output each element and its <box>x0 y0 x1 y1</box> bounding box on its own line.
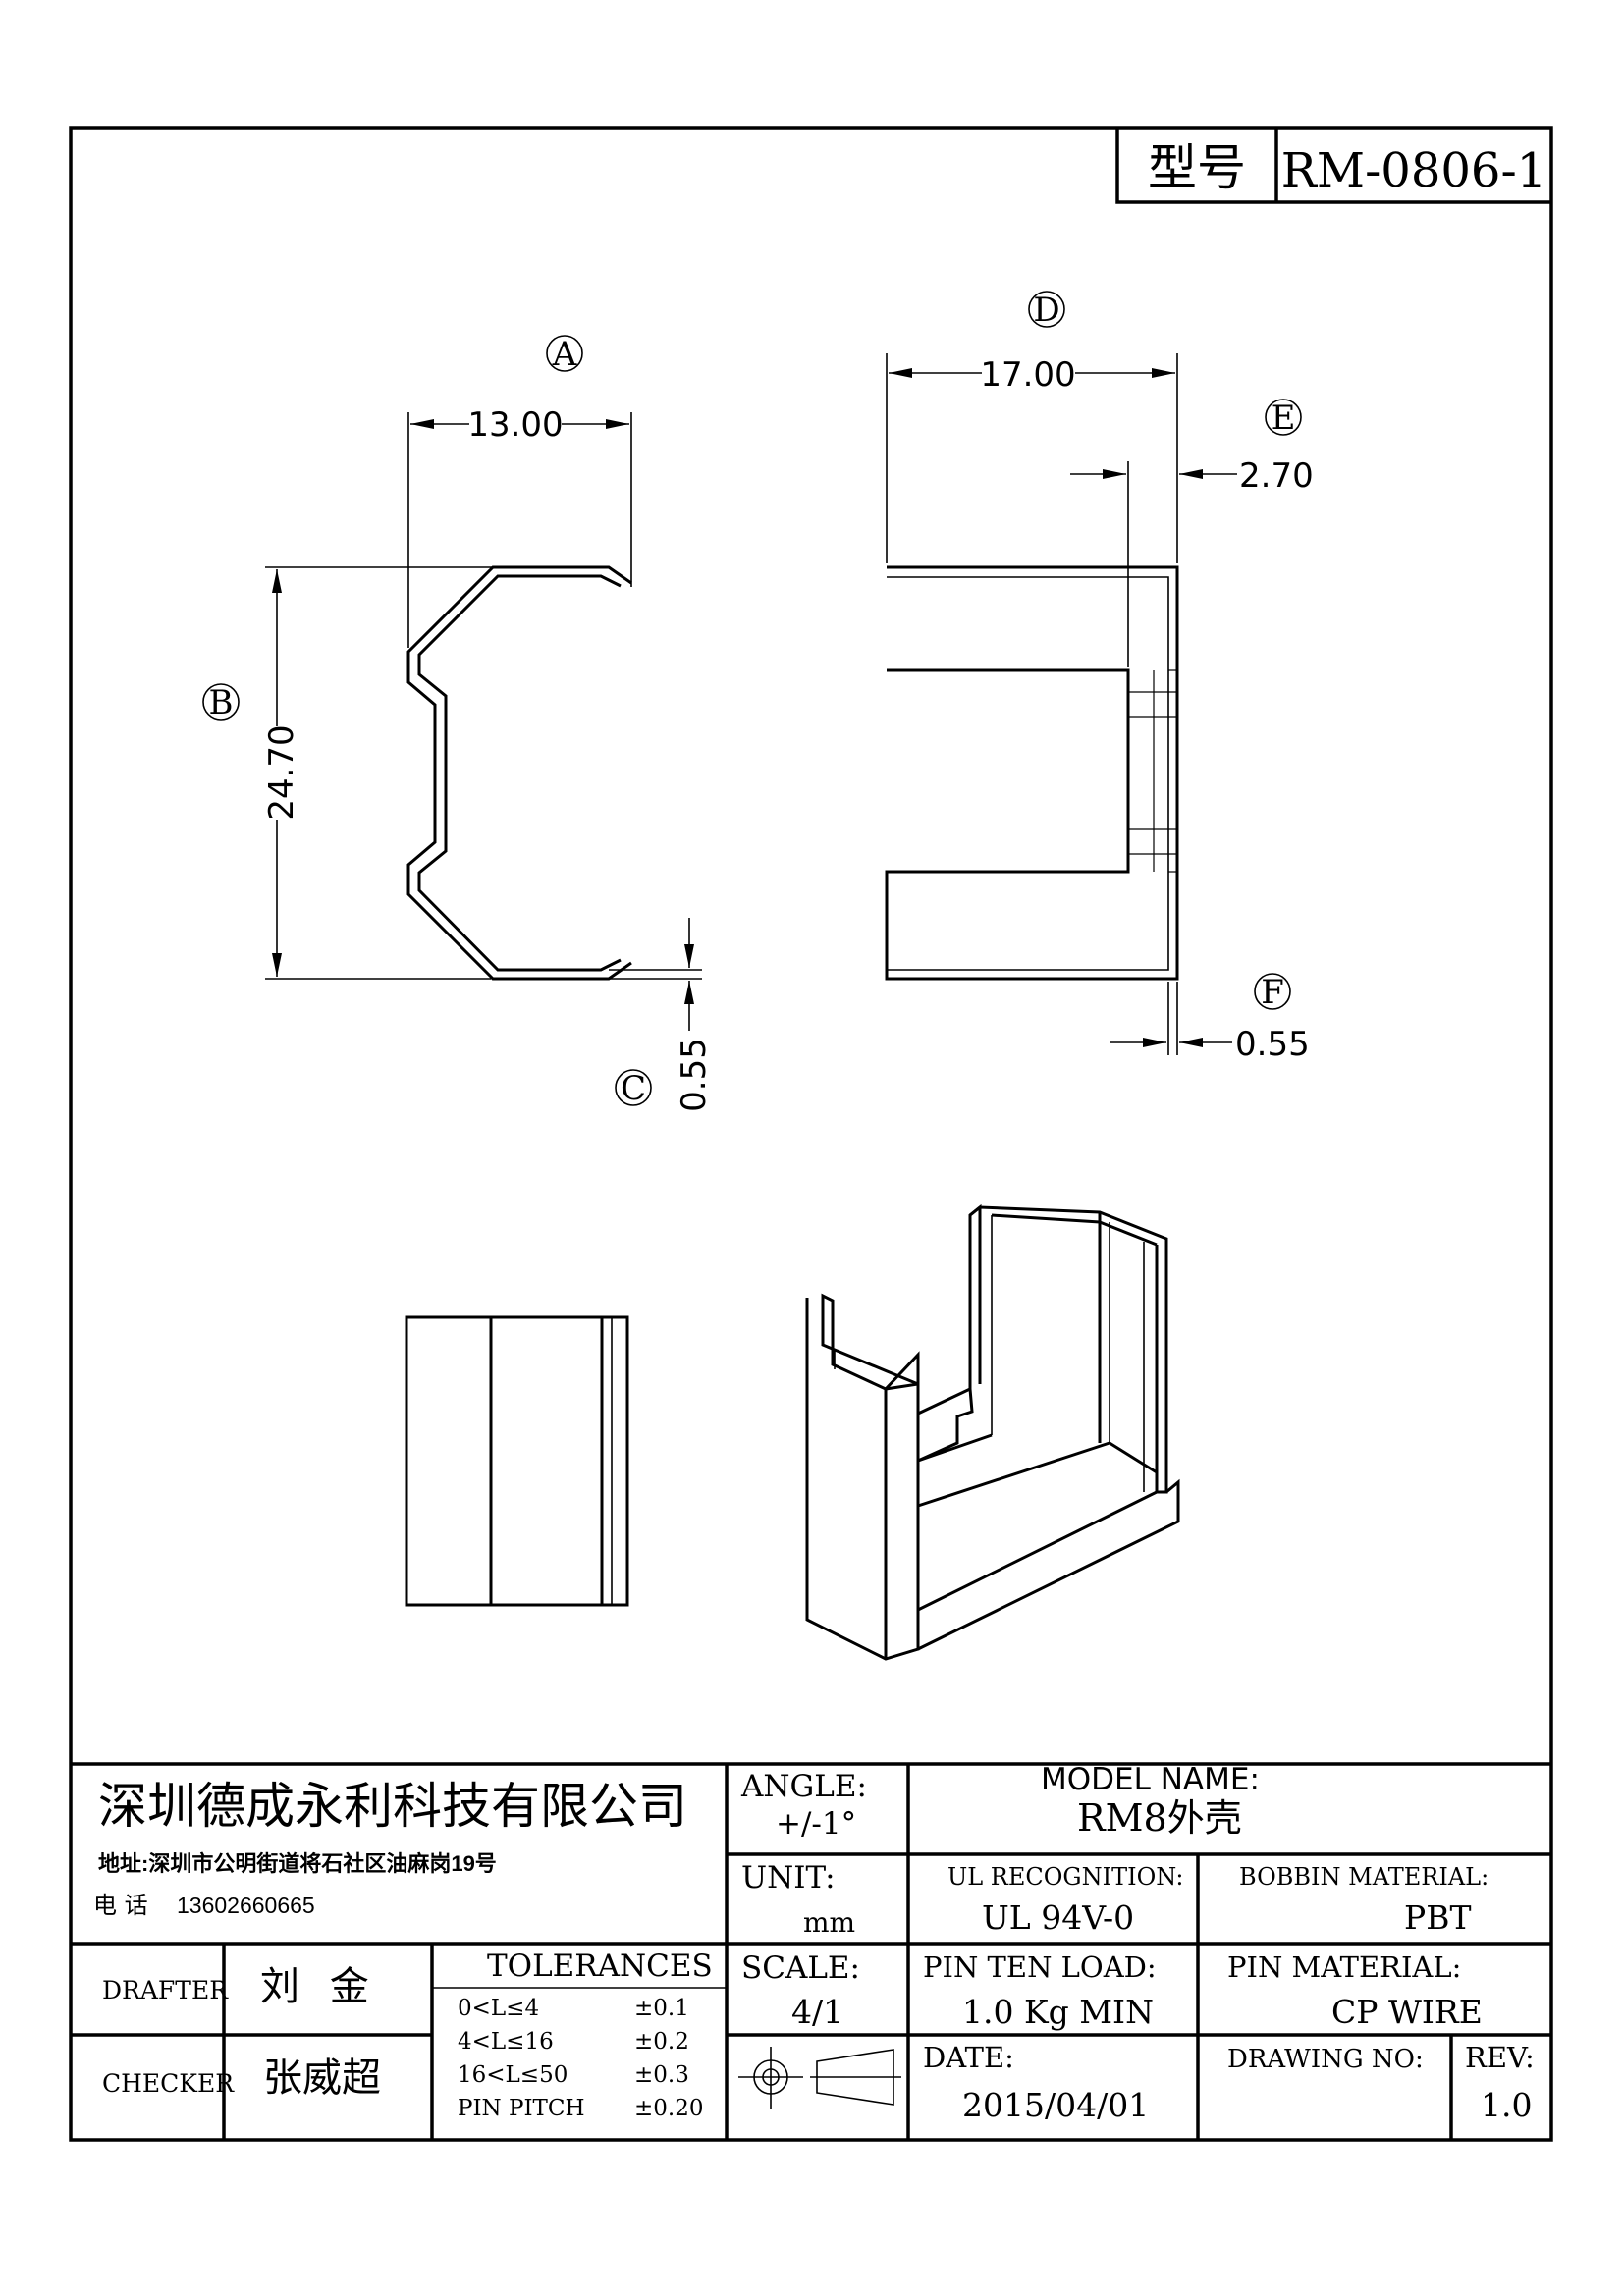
callout-f-circle <box>1254 973 1291 1010</box>
callout-c-circle <box>615 1069 652 1106</box>
callout-d-letter: D <box>1033 291 1059 330</box>
tolerance-value: ±0.2 <box>634 2029 689 2055</box>
tolerance-range: 4<L≤16 <box>458 2029 554 2055</box>
date-label: DATE: <box>923 2041 1014 2074</box>
tolerance-value: ±0.1 <box>634 1996 689 2021</box>
rev-value: 1.0 <box>1481 2086 1533 2124</box>
callout-f-letter: F <box>1261 973 1284 1012</box>
ul-recognition-value: UL 94V-0 <box>982 1898 1135 1937</box>
phone-number: 13602660665 <box>177 1893 315 1918</box>
title-block-grid <box>71 1762 1551 2140</box>
tolerance-range: 0<L≤4 <box>458 1996 540 2021</box>
dim-d-label: 17.00 <box>980 355 1075 395</box>
side-profile-view: 13.00 A 24.70 B 0.55 C <box>202 335 714 1112</box>
drawing-frame <box>69 126 1553 2142</box>
callout-d-circle <box>1028 291 1065 328</box>
drafter-label: DRAFTER <box>102 1976 229 2004</box>
callout-e-circle <box>1265 399 1302 436</box>
model-header-value: RM-0806-1 <box>1281 143 1546 198</box>
checker-label: CHECKER <box>102 2069 235 2098</box>
tolerance-range: PIN PITCH <box>458 2096 585 2121</box>
scale-label: SCALE: <box>741 1950 861 1986</box>
pin-material-label: PIN MATERIAL: <box>1227 1950 1462 1984</box>
dim-f-label: 0.55 <box>1235 1025 1310 1064</box>
tolerance-value: ±0.3 <box>634 2062 689 2088</box>
drafter-value: 刘 金 <box>260 1964 369 2009</box>
tolerance-row: 4<L≤16 ±0.2 <box>458 2029 725 2062</box>
tolerance-row: PIN PITCH ±0.20 <box>458 2096 725 2129</box>
dim-a-label: 13.00 <box>467 405 563 445</box>
model-name-label: MODEL NAME: <box>1041 1762 1260 1797</box>
drawing-no-label: DRAWING NO: <box>1227 2045 1424 2074</box>
date-value: 2015/04/01 <box>962 2086 1150 2124</box>
model-name-value: RM8外壳 <box>1077 1796 1242 1840</box>
dim-e-label: 2.70 <box>1239 456 1314 496</box>
rev-label: REV: <box>1465 2041 1535 2074</box>
company-name: 深圳德成永利科技有限公司 <box>98 1778 687 1835</box>
pin-load-label: PIN TEN LOAD: <box>923 1950 1157 1984</box>
model-header-label: 型号 <box>1148 139 1246 196</box>
tolerance-value: ±0.20 <box>634 2096 704 2121</box>
scale-value: 4/1 <box>791 1993 844 2031</box>
company-address: 地址:深圳市公明街道将石社区油麻岗19号 <box>98 1851 497 1876</box>
model-header: 型号 RM-0806-1 <box>1115 128 1551 204</box>
projection-symbol-icon <box>738 2047 901 2109</box>
dim-c-label: 0.55 <box>675 1038 714 1112</box>
callout-a-letter: A <box>552 335 577 374</box>
pin-material-value: CP WIRE <box>1331 1993 1483 2031</box>
angle-value: +/-1° <box>776 1806 857 1842</box>
unit-value: mm <box>803 1906 856 1939</box>
angle-label: ANGLE: <box>741 1769 867 1804</box>
tolerance-row: 16<L≤50 ±0.3 <box>458 2062 725 2096</box>
callout-e-letter: E <box>1272 399 1296 438</box>
isometric-view <box>805 1203 1180 1661</box>
tolerance-range: 16<L≤50 <box>458 2062 568 2088</box>
bobbin-material-label: BOBBIN MATERIAL: <box>1239 1863 1489 1891</box>
pin-load-value: 1.0 Kg MIN <box>962 1993 1154 2031</box>
checker-value: 张威超 <box>263 2056 381 2101</box>
front-view <box>405 1315 629 1607</box>
top-u-view: 17.00 D 2.70 E 0.55 F <box>885 291 1314 1064</box>
tolerance-row: 0<L≤4 ±0.1 <box>458 1996 725 2029</box>
tolerances-label: TOLERANCES <box>487 1949 713 1984</box>
bobbin-material-value: PBT <box>1404 1898 1472 1937</box>
callout-b-circle <box>202 683 240 721</box>
phone-label: 电 话 <box>93 1892 148 1919</box>
callout-b-letter: B <box>209 683 234 722</box>
unit-label: UNIT: <box>741 1860 836 1896</box>
tolerances-table: 0<L≤4 ±0.1 4<L≤16 ±0.2 16<L≤50 ±0.3 PIN … <box>458 1996 725 2129</box>
callout-a-circle <box>546 335 583 372</box>
callout-c-letter: C <box>621 1069 646 1108</box>
dim-b-label: 24.70 <box>262 724 301 820</box>
ul-recognition-label: UL RECOGNITION: <box>947 1863 1184 1891</box>
